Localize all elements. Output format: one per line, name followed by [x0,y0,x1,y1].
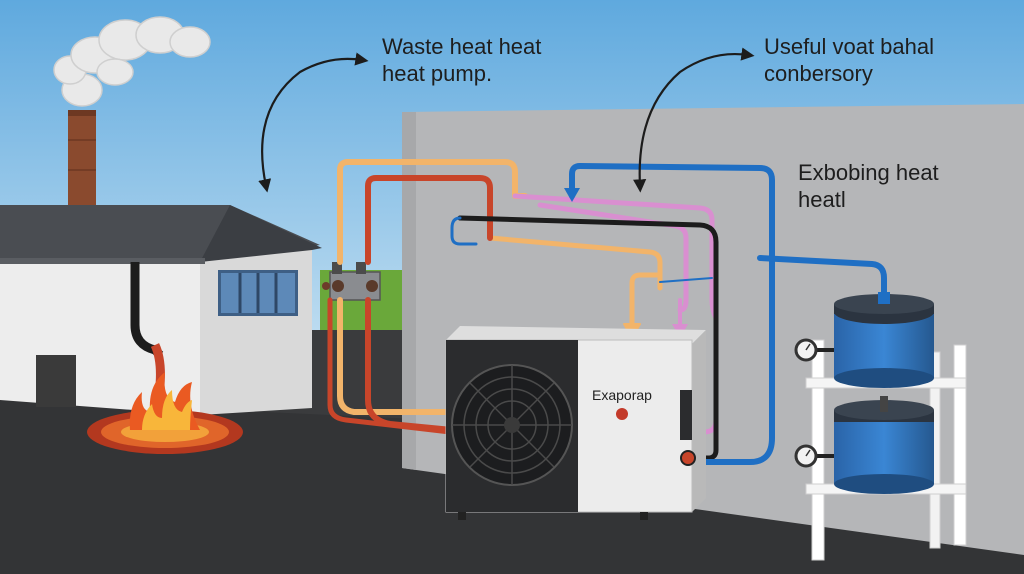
waste-heat-label-line1: Waste heat heat [382,34,542,59]
fire-icon [87,372,243,454]
exbobing-heat-label-line1: Exbobing heat [798,160,939,185]
pipe-warm-return [337,297,453,415]
valve-assembly [322,262,381,301]
waste-heat-label-line2: heat pump. [382,61,493,86]
useful-heat-label-line1: Useful voat bahal [764,34,934,59]
factory-building [0,205,322,415]
waste-heat-label: Waste heat heat heat pump. [382,33,541,87]
useful-heat-label: Useful voat bahal conbersory [764,33,934,87]
chimney [68,110,96,205]
pipe-warm-loop [629,272,663,333]
exbobing-heat-label-line2: heatl [798,187,846,212]
factory-window [218,270,298,316]
indicator-light [616,408,628,420]
storage-tank-upper [834,292,934,388]
useful-heat-label-line2: conbersory [764,61,873,86]
arrow-icon [258,47,755,193]
pipe-black [457,215,719,461]
pipe-network [327,159,887,465]
factory-door [36,355,76,407]
exbobing-heat-label: Exbobing heat heatl [798,159,939,213]
smoke-cloud-icon [53,16,211,107]
pipe-blue [569,163,775,465]
heat-pump-unit-label: Exaporap [592,387,652,403]
pressure-gauge-icon [794,338,834,468]
pipe-blue-tank [757,255,887,303]
pipe-warm-drop [487,235,663,291]
heat-pump-unit [445,326,706,520]
storage-tank-lower [834,396,934,494]
back-wall-shadow [402,112,416,470]
fan-grille-icon [451,364,573,486]
pipe-pink [512,193,719,435]
